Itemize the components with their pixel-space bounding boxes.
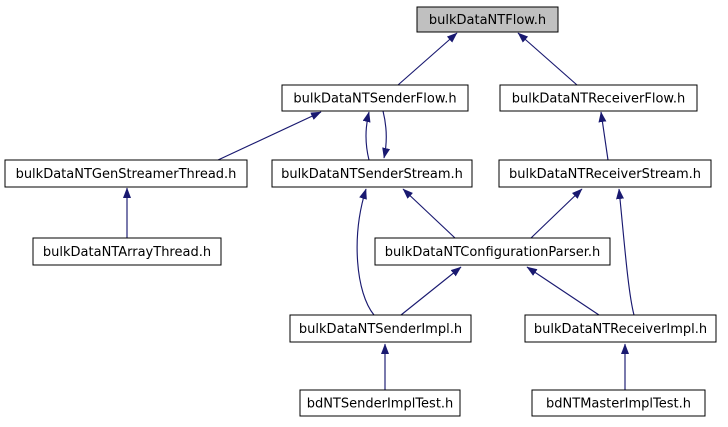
node-box xyxy=(374,237,611,266)
edge-layer xyxy=(123,32,635,390)
node-label: bulkDataNTReceiverStream.h xyxy=(509,167,701,182)
node-label: bulkDataNTSenderImpl.h xyxy=(299,322,462,337)
node-master-impl-test[interactable]: bdNTMasterImplTest.h xyxy=(531,389,706,417)
edge-sender-flow-to-flow xyxy=(397,32,458,86)
node-label: bulkDataNTGenStreamerThread.h xyxy=(16,167,237,182)
node-array-thread[interactable]: bulkDataNTArrayThread.h xyxy=(32,237,222,266)
node-box xyxy=(299,389,461,417)
node-box xyxy=(524,314,717,343)
edge-configuration-parser-to-receiver-stream xyxy=(530,188,583,239)
node-label: bulkDataNTReceiverFlow.h xyxy=(512,92,685,107)
node-sender-stream[interactable]: bulkDataNTSenderStream.h xyxy=(271,159,473,188)
node-label: bulkDataNTSenderFlow.h xyxy=(293,92,456,107)
node-label: bulkDataNTConfigurationParser.h xyxy=(385,245,601,260)
node-box xyxy=(499,84,698,112)
node-layer: bulkDataNTFlow.h bulkDataNTSenderFlow.h bu… xyxy=(4,6,717,417)
edge-configuration-parser-to-sender-stream xyxy=(402,188,456,239)
node-receiver-impl[interactable]: bulkDataNTReceiverImpl.h xyxy=(524,314,717,343)
node-box xyxy=(4,159,248,188)
node-label: bulkDataNTSenderStream.h xyxy=(281,167,463,182)
edge-receiver-stream-to-receiver-flow xyxy=(598,111,609,161)
edge-receiver-flow-to-flow xyxy=(517,32,578,86)
edge-sender-flow-to-sender-stream xyxy=(382,110,391,159)
edge-gen-streamer-thread-to-sender-flow xyxy=(217,111,322,161)
node-label: bulkDataNTFlow.h xyxy=(429,13,546,28)
node-receiver-stream[interactable]: bulkDataNTReceiverStream.h xyxy=(498,159,712,188)
node-gen-streamer-thread[interactable]: bulkDataNTGenStreamerThread.h xyxy=(4,159,248,188)
edge-receiver-impl-to-configuration-parser xyxy=(526,266,600,316)
edge-sender-stream-to-sender-flow xyxy=(362,111,371,161)
node-box xyxy=(271,159,473,188)
node-label: bdNTMasterImplTest.h xyxy=(546,397,691,412)
node-box xyxy=(498,159,712,188)
node-label: bulkDataNTArrayThread.h xyxy=(43,245,211,260)
edge-receiver-impl-to-receiver-stream xyxy=(616,188,635,316)
node-sender-flow[interactable]: bulkDataNTSenderFlow.h xyxy=(281,84,469,112)
node-box-highlighted xyxy=(416,6,559,33)
node-box xyxy=(289,314,472,343)
node-sender-impl-test[interactable]: bdNTSenderImplTest.h xyxy=(299,389,461,417)
node-receiver-flow[interactable]: bulkDataNTReceiverFlow.h xyxy=(499,84,698,112)
node-label: bdNTSenderImplTest.h xyxy=(307,397,454,412)
node-flow[interactable]: bulkDataNTFlow.h xyxy=(416,6,559,33)
node-label: bulkDataNTReceiverImpl.h xyxy=(534,322,707,337)
node-box xyxy=(32,237,222,266)
edge-sender-impl-to-configuration-parser xyxy=(400,266,462,316)
node-box xyxy=(281,84,469,112)
node-configuration-parser[interactable]: bulkDataNTConfigurationParser.h xyxy=(374,237,611,266)
node-box xyxy=(531,389,706,417)
edge-sender-impl-to-sender-stream xyxy=(356,188,375,316)
node-sender-impl[interactable]: bulkDataNTSenderImpl.h xyxy=(289,314,472,343)
